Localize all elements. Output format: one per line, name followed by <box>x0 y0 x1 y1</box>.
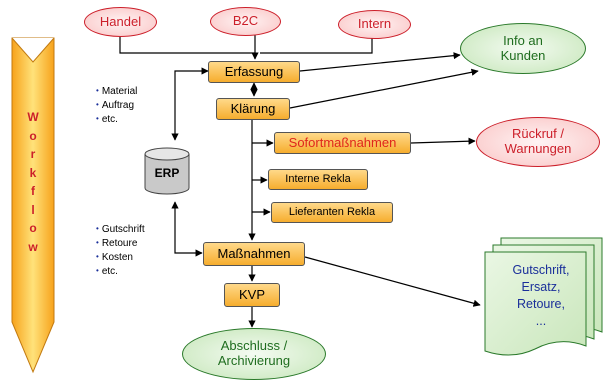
step-sofortmassnahmen: Sofortmaßnahmen <box>274 132 411 154</box>
arrow-intern-erfassung <box>260 37 373 54</box>
documents-text: Gutschrift, Ersatz, Retoure, ... <box>512 263 570 328</box>
erp-output-item: etc. <box>96 264 145 278</box>
workflow-letter: r <box>30 147 36 161</box>
workflow-letter: w <box>28 239 38 254</box>
workflow-letter: l <box>31 202 35 217</box>
arrow-erp-massnahmen <box>171 201 203 257</box>
erp-input-item: Auftrag <box>96 98 137 112</box>
step-interne-rekla: Interne Rekla <box>268 169 368 190</box>
erp-input-item: Material <box>96 84 138 98</box>
source-b2c: B2C <box>210 7 281 36</box>
arrow-sofort-rueckruf <box>410 137 476 145</box>
output-rueckruf-warnungen: Rückruf / Warnungen <box>476 117 600 167</box>
documents-stack <box>484 237 603 356</box>
source-handel: Handel <box>84 7 157 37</box>
source-intern: Intern <box>338 10 411 39</box>
erp-outputs-list: Gutschrift Retoure Kosten etc. <box>96 222 145 278</box>
erp-output-item: Gutschrift <box>96 222 145 236</box>
workflow-letter: f <box>31 184 35 198</box>
erp-label: ERP <box>154 166 180 180</box>
arrow-handel-erfassung <box>119 35 255 54</box>
arrow-massnahmen-documents <box>304 256 481 307</box>
arrow-klaerung-info <box>289 68 479 109</box>
arrow-erfassung-info <box>299 52 461 72</box>
output-abschluss-archivierung: Abschluss / Archivierung <box>182 328 326 380</box>
step-klaerung: Klärung <box>216 98 290 120</box>
step-kvp: KVP <box>224 283 280 307</box>
workflow-letter: o <box>29 128 37 143</box>
workflow-arrow-notch <box>11 37 55 63</box>
erp-input-item: etc. <box>96 112 137 126</box>
erp-database-icon <box>144 147 190 195</box>
workflow-letter: o <box>29 221 37 235</box>
erp-output-item: Kosten <box>96 250 145 264</box>
step-lieferanten-rekla: Lieferanten Rekla <box>271 202 393 223</box>
step-massnahmen: Maßnahmen <box>203 242 305 266</box>
workflow-letter: k <box>29 165 37 180</box>
workflow-letter: W <box>27 110 39 124</box>
output-info-kunden: Info an Kunden <box>460 23 586 74</box>
step-erfassung: Erfassung <box>208 61 300 83</box>
erp-output-item: Retoure <box>96 236 145 250</box>
arrow-erfassung-erp <box>171 67 209 141</box>
erp-inputs-list: Material Auftrag etc. <box>96 84 138 126</box>
